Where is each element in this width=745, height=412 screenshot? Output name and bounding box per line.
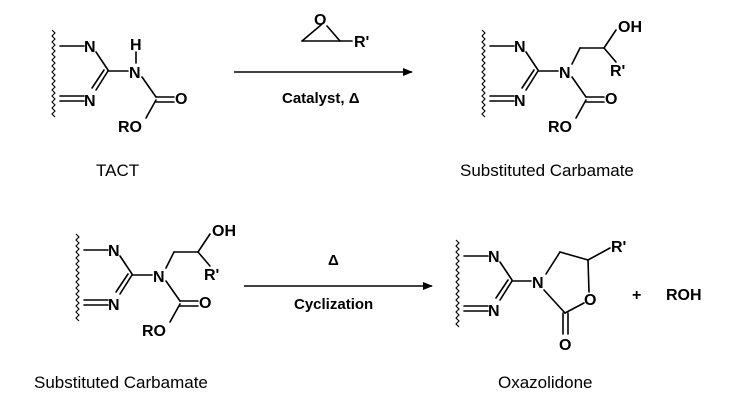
epoxide-o-label: O xyxy=(314,12,326,29)
carbamate-n3-label: N xyxy=(559,65,571,82)
tact-molecule: N N H N O RO xyxy=(51,29,187,136)
tact-carbonyl-o-label: O xyxy=(175,91,187,108)
reactant2-n2-label: N xyxy=(108,297,120,314)
carbamate-oh-label: OH xyxy=(618,19,642,36)
reactant2-oh-label: OH xyxy=(212,223,236,240)
tact-h-label: H xyxy=(130,37,142,54)
reaction2-condition-cyclization: Cyclization xyxy=(294,296,373,313)
carbamate-ro-label: RO xyxy=(548,119,572,136)
polymer-backbone-wavy xyxy=(455,239,460,328)
oxazolidone-r-label: R' xyxy=(611,239,626,256)
caption-substituted-carbamate-top: Substituted Carbamate xyxy=(460,161,634,180)
polymer-backbone-wavy xyxy=(75,233,80,322)
oxazolidone-ring-o-label: O xyxy=(584,292,596,309)
reactant2-n1-label: N xyxy=(108,243,120,260)
epoxide-reagent: O R' xyxy=(301,12,369,51)
plus-sign: + xyxy=(632,287,641,304)
substituted-carbamate-reactant: N N N OH R' O RO xyxy=(75,223,236,340)
oxazolidone-carbonyl-o-label: O xyxy=(559,337,571,354)
reactant2-ro-label: RO xyxy=(142,323,166,340)
polymer-backbone-wavy xyxy=(481,29,486,118)
carbamate-carbonyl-o-label: O xyxy=(605,91,617,108)
reactant2-carbonyl-o-label: O xyxy=(199,295,211,312)
reactant2-r-label: R' xyxy=(204,267,219,284)
tact-n3-label: N xyxy=(129,65,141,82)
epoxide-r-label: R' xyxy=(354,34,369,51)
byproduct-roh-label: ROH xyxy=(666,287,702,304)
caption-oxazolidone: Oxazolidone xyxy=(498,373,593,392)
oxazolidone-n2-label: N xyxy=(488,303,500,320)
caption-tact: TACT xyxy=(96,161,139,180)
tact-n1-label: N xyxy=(84,39,96,56)
reaction2-condition-heat: Δ xyxy=(328,252,339,269)
caption-substituted-carbamate-bottom: Substituted Carbamate xyxy=(34,373,208,392)
tact-ro-label: RO xyxy=(118,119,142,136)
oxazolidone-n1-label: N xyxy=(488,249,500,266)
carbamate-n1-label: N xyxy=(514,39,526,56)
reactant2-n3-label: N xyxy=(153,269,165,286)
oxazolidone-n3-label: N xyxy=(532,275,544,292)
carbamate-n2-label: N xyxy=(514,93,526,110)
substituted-carbamate-product: N N N OH R' O RO xyxy=(481,19,642,136)
oxazolidone-molecule: N N N R' O O xyxy=(455,239,626,354)
polymer-backbone-wavy xyxy=(51,29,56,118)
carbamate-r-label: R' xyxy=(610,63,625,80)
reaction1-condition: Catalyst, Δ xyxy=(282,90,360,107)
tact-n2-label: N xyxy=(84,93,96,110)
